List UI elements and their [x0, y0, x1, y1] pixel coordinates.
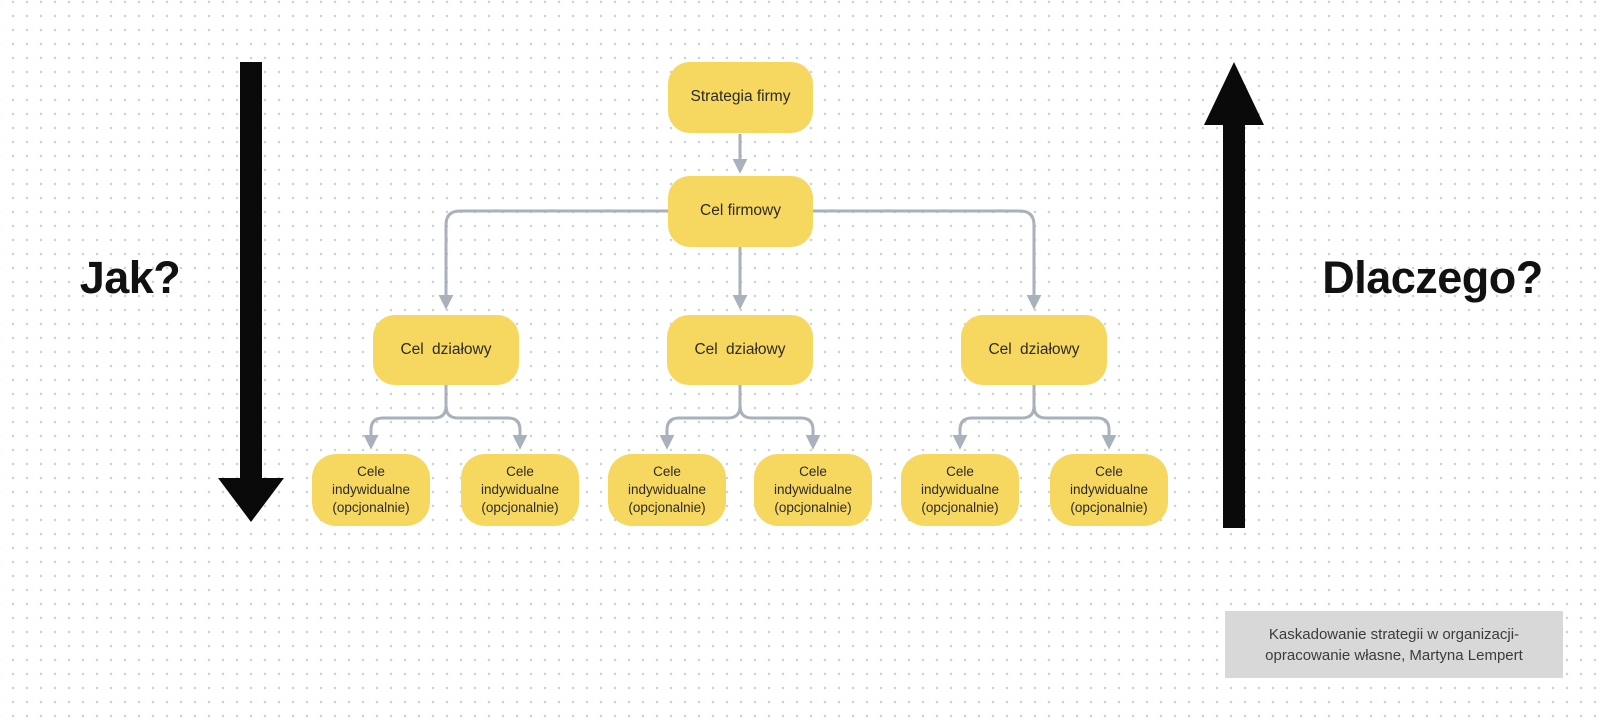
node-individual-goal-2: Cele indywidualne (opcjonalnie) — [461, 454, 579, 526]
node-company-strategy-label: Strategia firmy — [690, 88, 791, 106]
node-individual-goal-2-label: Cele indywidualne (opcjonalnie) — [480, 464, 560, 515]
connector-dept1-to-ind1 — [363, 385, 448, 450]
node-individual-goal-3: Cele indywidualne (opcjonalnie) — [608, 454, 726, 526]
node-department-goal-2: Cel działowy — [667, 315, 813, 385]
question-why: Dlaczego? — [1322, 252, 1543, 303]
connector-company-to-dept-left — [438, 209, 668, 310]
node-department-goal-3: Cel działowy — [961, 315, 1107, 385]
node-company-goal: Cel firmowy — [668, 176, 813, 247]
node-individual-goal-6: Cele indywidualne (opcjonalnie) — [1050, 454, 1168, 526]
node-department-goal-1: Cel działowy — [373, 315, 519, 385]
question-how: Jak? — [79, 252, 181, 303]
connector-company-to-dept-right — [813, 209, 1042, 310]
node-individual-goal-5: Cele indywidualne (opcjonalnie) — [901, 454, 1019, 526]
connector-dept2-to-ind3 — [659, 385, 742, 450]
node-individual-goal-1: Cele indywidualne (opcjonalnie) — [312, 454, 430, 526]
node-department-goal-2-label: Cel działowy — [694, 340, 786, 358]
source-caption-text: Kaskadowanie strategii w organizacji- op… — [1265, 625, 1523, 664]
node-individual-goal-6-label: Cele indywidualne (opcjonalnie) — [1069, 464, 1149, 515]
connector-dept3-to-ind5 — [952, 385, 1036, 450]
connector-dept2-to-ind4 — [738, 385, 821, 450]
node-company-strategy: Strategia firmy — [668, 62, 813, 133]
node-individual-goal-1-label: Cele indywidualne (opcjonalnie) — [331, 464, 411, 515]
node-department-goal-3-label: Cel działowy — [988, 340, 1080, 358]
up-arrow-why — [1204, 62, 1264, 528]
node-department-goal-1-label: Cel działowy — [400, 340, 492, 358]
node-individual-goal-5-label: Cele indywidualne (opcjonalnie) — [920, 464, 1000, 515]
node-individual-goal-4: Cele indywidualne (opcjonalnie) — [754, 454, 872, 526]
node-company-goal-label: Cel firmowy — [700, 202, 781, 220]
down-arrow-how — [218, 62, 284, 522]
node-individual-goal-4-label: Cele indywidualne (opcjonalnie) — [773, 464, 853, 515]
node-individual-goal-3-label: Cele indywidualne (opcjonalnie) — [627, 464, 707, 515]
connector-dept3-to-ind6 — [1032, 385, 1117, 450]
connector-dept1-to-ind2 — [444, 385, 528, 450]
source-caption: Kaskadowanie strategii w organizacji- op… — [1225, 611, 1563, 678]
